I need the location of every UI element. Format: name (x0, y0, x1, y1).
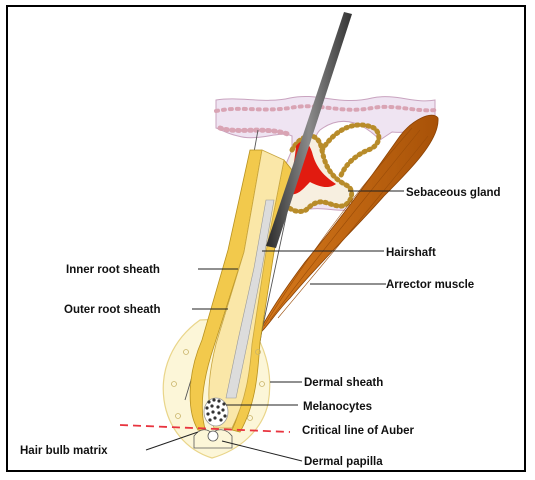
label-hairshaft: Hairshaft (386, 247, 436, 259)
label-inner-root-sheath: Inner root sheath (66, 264, 160, 276)
label-critical-line: Critical line of Auber (302, 425, 415, 437)
melanocytes-cluster (204, 398, 228, 426)
label-sebaceous-gland: Sebaceous gland (406, 187, 501, 199)
papilla-circle (208, 431, 218, 441)
arrector-muscle (258, 115, 438, 334)
label-outer-root-sheath: Outer root sheath (64, 304, 160, 316)
label-arrector-muscle: Arrector muscle (386, 279, 474, 291)
leader-dermal-papilla (222, 441, 302, 461)
label-dermal-papilla: Dermal papilla (304, 456, 383, 468)
label-hair-bulb-matrix: Hair bulb matrix (20, 445, 108, 457)
label-melanocytes: Melanocytes (303, 401, 372, 413)
label-dermal-sheath: Dermal sheath (304, 377, 383, 389)
